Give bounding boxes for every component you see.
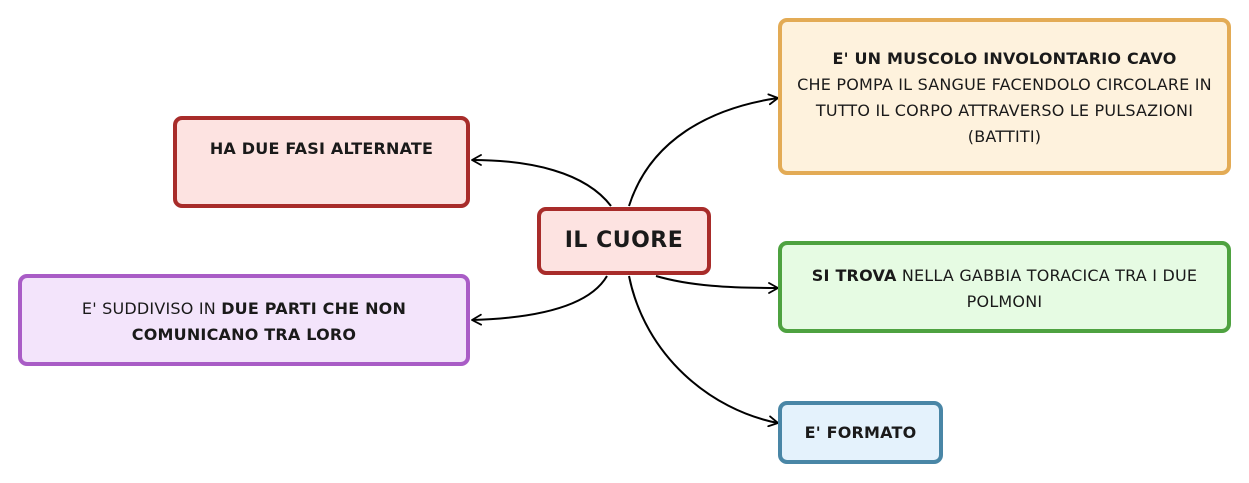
node-suddiviso-text-bold: DUE PARTI CHE NON COMUNICANO TRA LORO bbox=[131, 299, 407, 344]
node-trova-text-normal: NELLA GABBIA TORACICA TRA I DUE POLMONI bbox=[896, 266, 1198, 311]
center-node-label: IL CUORE bbox=[564, 228, 684, 253]
edge-to-trova bbox=[655, 275, 779, 294]
node-fasi-text: HA DUE FASI ALTERNATE bbox=[209, 139, 434, 158]
node-e-suddiviso[interactable]: E' SUDDIVISO IN DUE PARTI CHE NON COMUNI… bbox=[18, 274, 470, 366]
node-ha-due-fasi-alternate[interactable]: HA DUE FASI ALTERNATE bbox=[173, 116, 470, 208]
edge-to-fasi bbox=[471, 154, 612, 207]
edge-to-suddiviso bbox=[471, 275, 608, 326]
center-node-il-cuore[interactable]: IL CUORE bbox=[537, 207, 711, 275]
node-formato-text: E' FORMATO bbox=[804, 423, 917, 442]
edge-to-formato bbox=[628, 275, 779, 428]
node-suddiviso-text-normal: E' SUDDIVISO IN bbox=[81, 299, 222, 318]
node-e-formato[interactable]: E' FORMATO bbox=[778, 401, 943, 464]
node-trova-text-bold: SI TROVA bbox=[811, 266, 897, 285]
node-e-un-muscolo[interactable]: E' UN MUSCOLO INVOLONTARIO CAVO CHE POMP… bbox=[778, 18, 1231, 175]
node-muscolo-text-bold: E' UN MUSCOLO INVOLONTARIO CAVO bbox=[832, 49, 1177, 68]
node-si-trova[interactable]: SI TROVA NELLA GABBIA TORACICA TRA I DUE… bbox=[778, 241, 1231, 333]
node-muscolo-text-normal: CHE POMPA IL SANGUE FACENDOLO CIRCOLARE … bbox=[797, 75, 1212, 146]
edge-to-muscolo bbox=[628, 93, 779, 207]
